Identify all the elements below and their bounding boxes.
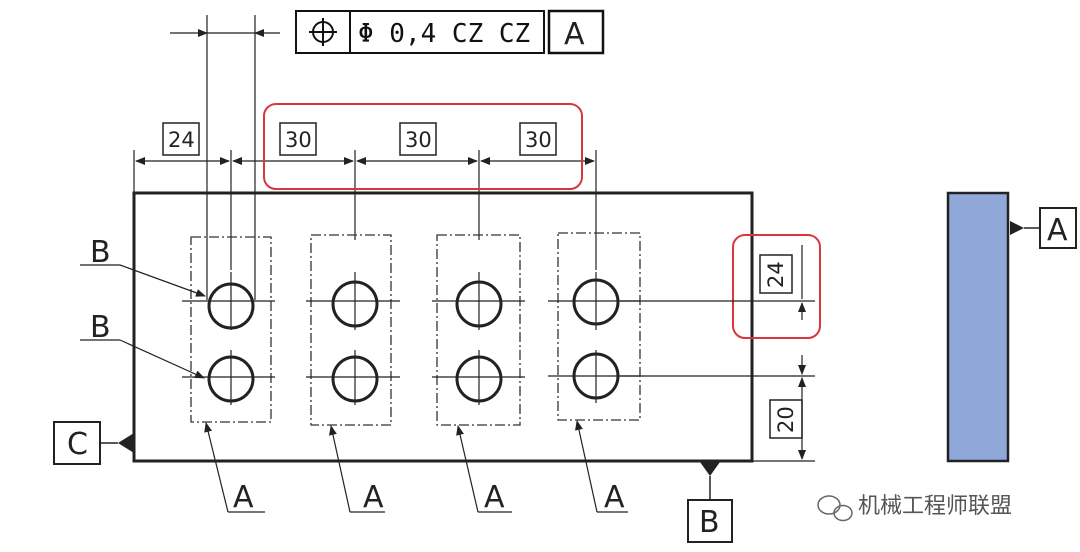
tolerance-zones	[190, 232, 641, 426]
dim-pitch-3: 30	[525, 128, 552, 152]
datum-b-label: B	[699, 505, 720, 540]
label-a-3: A	[484, 480, 505, 515]
feature-control-frame: Φ 0,4 CZ CZ A	[295, 9, 605, 55]
side-view	[946, 191, 1010, 463]
hole	[331, 280, 379, 328]
highlight-row-dim	[732, 234, 821, 339]
hole	[572, 352, 620, 400]
datum-c	[53, 421, 134, 465]
side-view-datum	[1010, 207, 1077, 249]
wechat-icon	[817, 495, 853, 522]
watermark: 机械工程师联盟	[817, 494, 1012, 522]
hole	[207, 355, 255, 403]
datum-b	[687, 462, 733, 543]
highlight-pitch-dims	[263, 103, 583, 190]
b-leaders	[80, 264, 206, 379]
frame-datum: A	[564, 17, 585, 52]
tolerance-text: Φ 0,4 CZ CZ	[358, 19, 530, 49]
label-a-2: A	[363, 480, 384, 515]
hole	[207, 282, 255, 330]
horizontal-dimensions	[133, 122, 597, 270]
side-view-datum-label: A	[1047, 213, 1068, 248]
hole	[331, 355, 379, 403]
label-a-4: A	[604, 480, 625, 515]
position-icon	[309, 18, 337, 46]
label-b-bottom: B	[90, 310, 111, 345]
dim-row-spacing: 24	[764, 261, 788, 288]
label-b-top: B	[90, 235, 111, 270]
watermark-text: 机械工程师联盟	[858, 494, 1012, 519]
hole	[455, 280, 503, 328]
vertical-dimensions	[620, 245, 815, 462]
dim-edge-to-first: 24	[168, 128, 195, 152]
hole	[455, 355, 503, 403]
plate-outline	[132, 191, 754, 463]
hole	[572, 278, 620, 326]
datum-c-label: C	[67, 427, 88, 462]
holes	[182, 272, 640, 405]
dim-pitch-2: 30	[405, 128, 432, 152]
label-a-1: A	[233, 480, 254, 515]
dim-bottom-to-row: 20	[774, 406, 798, 433]
a-leaders	[204, 420, 628, 513]
dim-pitch-1: 30	[285, 128, 312, 152]
